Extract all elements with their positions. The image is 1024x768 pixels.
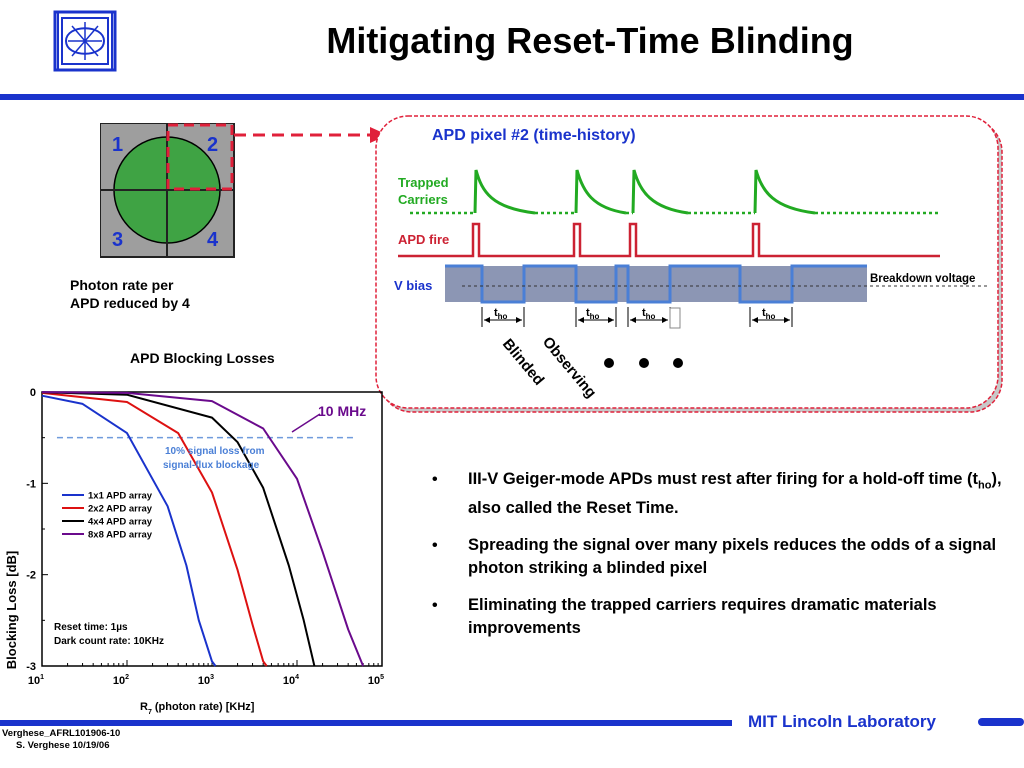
bullet-icon: •	[432, 597, 438, 615]
quadrant-label-3: 3	[112, 229, 124, 251]
ellipsis-dot	[673, 358, 683, 368]
x-tick-label: 105	[368, 674, 384, 687]
x-tick-label: 102	[113, 674, 129, 687]
svg-text:tho: tho	[762, 307, 776, 321]
x-tick-label: 101	[28, 674, 44, 687]
x-tick-label: 103	[198, 674, 214, 687]
threshold-label-2: signal-flux blockage	[163, 460, 260, 471]
reset-time-note: Reset time: 1µs	[54, 622, 128, 633]
footer-author: S. Verghese 10/19/06	[16, 740, 110, 751]
y-tick-label: -3	[26, 661, 36, 673]
v-bias-trace	[445, 264, 990, 304]
title-divider	[0, 94, 1024, 100]
photon-note-line-2: APD reduced by 4	[70, 295, 190, 311]
ellipsis-dot	[639, 358, 649, 368]
threshold-label-1: 10% signal loss from	[165, 446, 265, 457]
quad-apd-diagram	[100, 123, 388, 258]
legend-label: 4x4 APD array	[88, 517, 153, 528]
footer-doc-id: Verghese_AFRL101906-10	[2, 728, 121, 739]
series-line	[41, 391, 268, 667]
x-tick-label: 104	[283, 674, 299, 687]
y-axis-label: Blocking Loss [dB]	[4, 551, 19, 669]
legend-label: 2x2 APD array	[88, 504, 153, 515]
series-line	[41, 391, 365, 667]
svg-text:tho: tho	[642, 307, 656, 321]
photon-note: Photon rate per APD reduced by 4	[70, 276, 190, 312]
y-tick-label: 0	[30, 387, 36, 399]
x-axis-label: R7(photon rate) [KHz]	[140, 701, 255, 716]
dark-count-note: Dark count rate: 10KHz	[54, 636, 164, 647]
y-tick-label: -1	[26, 478, 36, 490]
timing-title: APD pixel #2 (time-history)	[432, 127, 636, 144]
trapped-label-2: Carriers	[398, 192, 448, 207]
svg-text:tho: tho	[494, 307, 508, 321]
bullet-icon: •	[432, 471, 438, 488]
timing-panel: APD pixel #2 (time-history) Trapped Carr…	[375, 115, 1003, 413]
pixel-2-highlight	[166, 123, 234, 191]
trapped-label-1: Trapped	[398, 175, 449, 190]
bullet-item: •III-V Geiger-mode APDs must rest after …	[432, 470, 1002, 518]
series-line	[41, 391, 316, 667]
ellipsis-dot	[604, 358, 614, 368]
lincoln-lab-logo	[53, 10, 117, 72]
quadrant-label-4: 4	[207, 229, 219, 251]
footer-lab-name: MIT Lincoln Laboratory	[748, 712, 936, 731]
series-line	[41, 394, 217, 667]
footer-divider-right	[978, 718, 1024, 726]
footer-divider	[0, 720, 732, 726]
bullet-item: •Spreading the signal over many pixels r…	[432, 536, 997, 578]
quadrant-label-2: 2	[207, 134, 219, 156]
photon-note-line-1: Photon rate per	[70, 277, 174, 293]
tho-markers	[481, 307, 793, 329]
tho-labels: tho tho tho tho	[494, 307, 776, 321]
ten-mhz-annotation: 10 MHz	[318, 403, 366, 419]
apd-fire-label: APD fire	[398, 232, 449, 247]
apd-fire-trace	[398, 222, 940, 258]
chart-title: APD Blocking Losses	[130, 350, 275, 366]
y-tick-label: -2	[26, 570, 36, 582]
bullet-list: •III-V Geiger-mode APDs must rest after …	[430, 468, 1010, 654]
bullet-item: •Eliminating the trapped carriers requir…	[432, 596, 937, 638]
ten-mhz-pointer	[291, 413, 321, 433]
quadrant-label-1: 1	[112, 134, 124, 156]
page-title: Mitigating Reset-Time Blinding	[326, 20, 854, 61]
trapped-carriers-trace	[410, 169, 940, 215]
legend-label: 8x8 APD array	[88, 530, 153, 541]
v-bias-label: V bias	[394, 278, 432, 293]
breakdown-voltage-label: Breakdown voltage	[870, 273, 975, 285]
legend-label: 1x1 APD array	[88, 491, 153, 502]
svg-text:tho: tho	[586, 307, 600, 321]
bullet-icon: •	[432, 537, 438, 555]
